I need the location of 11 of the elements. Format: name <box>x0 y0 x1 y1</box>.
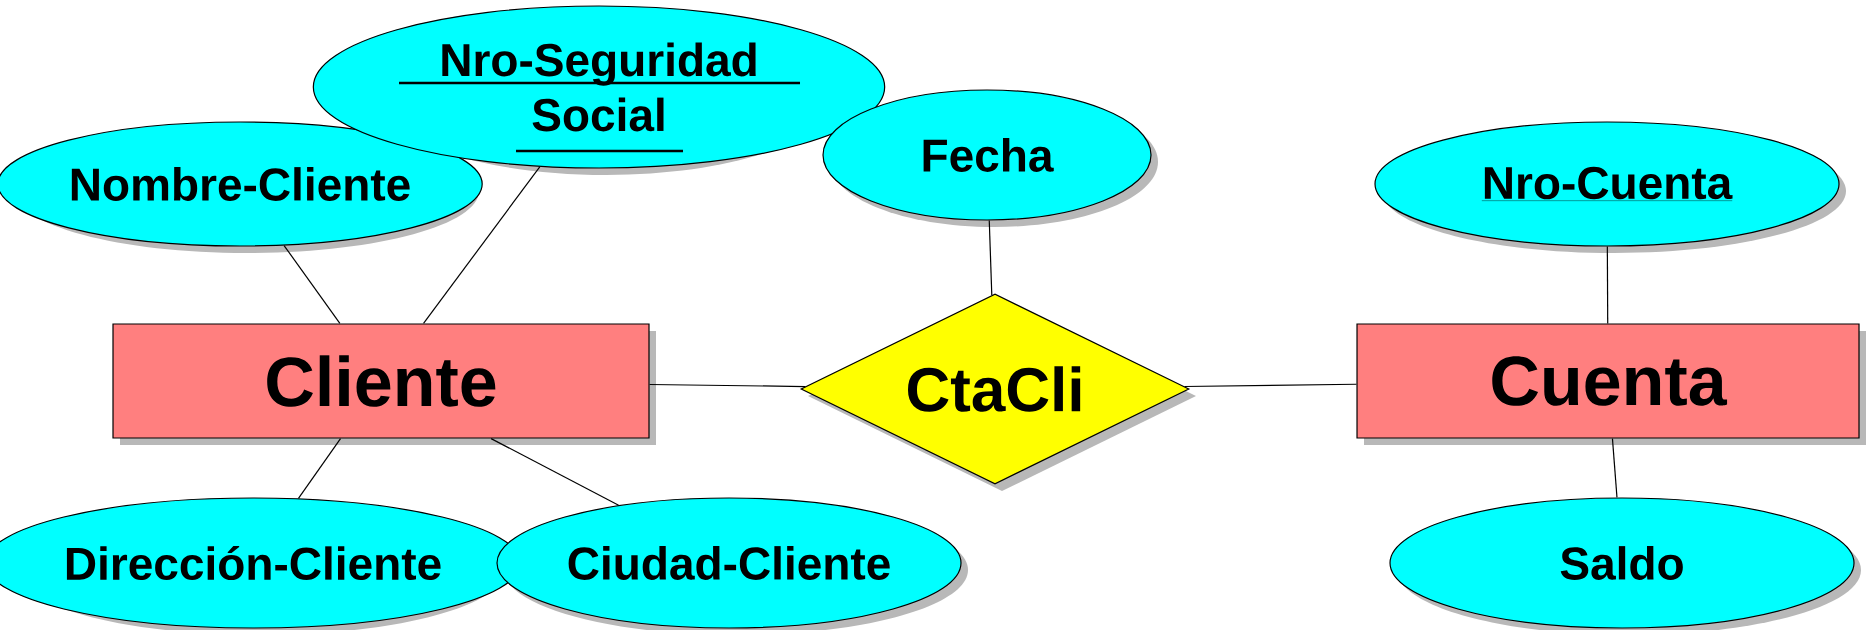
connector-line <box>1611 438 1618 499</box>
connector-line <box>1606 246 1609 324</box>
connector-line <box>283 244 341 324</box>
entity-box: Cliente <box>112 323 656 445</box>
connector-line <box>649 383 806 388</box>
connector-line <box>422 166 541 324</box>
connector-line <box>988 220 993 296</box>
entity-box: Cuenta <box>1356 323 1866 445</box>
connector-line <box>297 438 342 499</box>
connector-line <box>1183 383 1357 388</box>
connector-line <box>490 438 620 506</box>
